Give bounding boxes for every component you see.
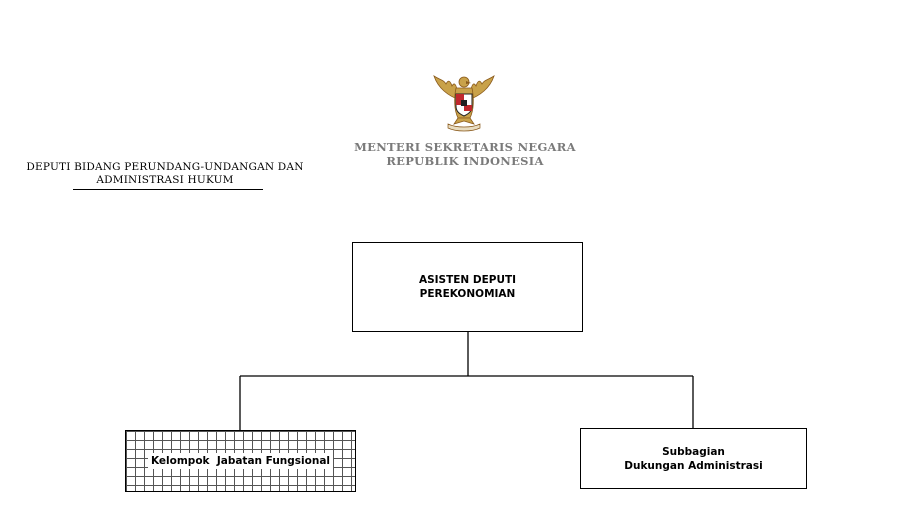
deputy-title-line1: DEPUTI BIDANG PERUNDANG-UNDANGAN DAN	[26, 161, 304, 173]
deputy-title: DEPUTI BIDANG PERUNDANG-UNDANGAN DAN ADM…	[10, 161, 320, 187]
garuda-emblem-icon	[433, 75, 495, 132]
ministry-title: MENTERI SEKRETARIS NEGARA REPUBLIK INDON…	[330, 140, 600, 168]
asisten-deputi-box: ASISTEN DEPUTI PEREKONOMIAN	[352, 242, 583, 332]
kelompok-jabatan-fungsional-box: Kelompok Jabatan Fungsional	[125, 430, 356, 492]
asisten-deputi-line1: ASISTEN DEPUTI	[418, 274, 517, 286]
deputy-title-line2: ADMINISTRASI HUKUM	[96, 174, 234, 186]
deputy-title-underline	[73, 189, 263, 190]
subbagian-line2: Dukungan Administrasi	[624, 459, 763, 472]
asisten-deputi-line2: PEREKONOMIAN	[419, 288, 516, 300]
ministry-title-line1: MENTERI SEKRETARIS NEGARA	[354, 140, 576, 154]
subbagian-line1: Subbagian	[662, 445, 725, 458]
ministry-title-line2: REPUBLIK INDONESIA	[386, 154, 544, 168]
subbagian-dukungan-administrasi-box: Subbagian Dukungan Administrasi	[580, 428, 807, 489]
kelompok-jabatan-fungsional-label: Kelompok Jabatan Fungsional	[147, 453, 334, 469]
